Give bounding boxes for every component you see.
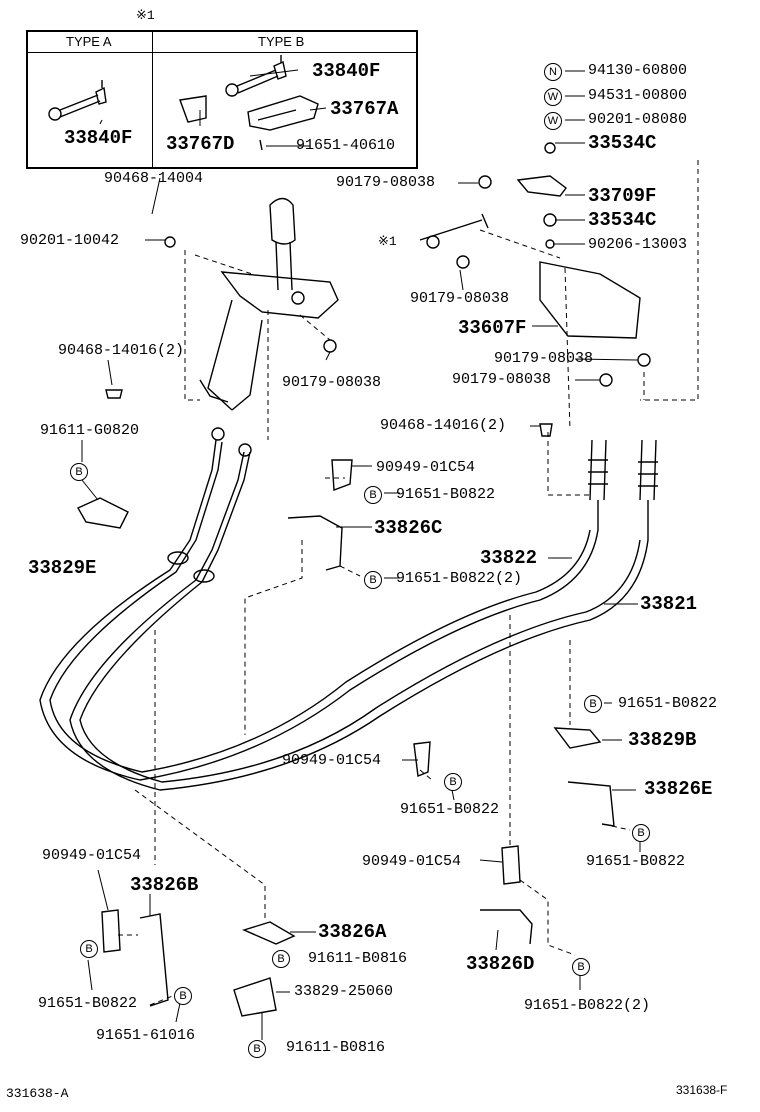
label-33826a: 33826A xyxy=(318,921,387,943)
label-33821: 33821 xyxy=(640,593,698,615)
label-91611-b0816-a: 91611-B0816 xyxy=(308,950,408,967)
leader-lines xyxy=(81,69,641,1040)
inset-type-b: TYPE B xyxy=(258,34,305,49)
cable-end-right-boots xyxy=(588,439,658,501)
label-90949-01c54-d: 90949-01C54 xyxy=(42,847,142,864)
marker-b-10: B xyxy=(248,1040,266,1058)
marker-b-11: B xyxy=(572,958,590,976)
footer-code-right: 331638-F xyxy=(676,1083,728,1097)
label-91611-b0816-b: 91611-B0816 xyxy=(286,1039,386,1056)
marker-b-7: B xyxy=(80,940,98,958)
label-94130-60800: 94130-60800 xyxy=(588,62,688,79)
label-91651-b0822-2a: 91651-B0822(2) xyxy=(396,570,523,587)
label-33840f-b: 33840F xyxy=(312,60,381,82)
label-90949-01c54-b: 90949-01C54 xyxy=(282,752,382,769)
label-33534c-1: 33534C xyxy=(588,132,657,154)
label-90949-01c54-a: 90949-01C54 xyxy=(376,459,476,476)
cable-33822 xyxy=(39,439,599,781)
inset-joint-b xyxy=(179,55,319,131)
label-91611-g0820: 91611-G0820 xyxy=(40,422,140,439)
label-33534c-2: 33534C xyxy=(588,209,657,231)
marker-b-6: B xyxy=(632,824,650,842)
label-94531-00800: 94531-00800 xyxy=(588,87,688,104)
label-90179-08038-e: 90179-08038 xyxy=(282,374,382,391)
label-33826d: 33826D xyxy=(466,953,535,975)
shift-lever-assembly xyxy=(199,197,339,411)
label-91651-b0822-2b: 91651-B0822(2) xyxy=(524,997,651,1014)
label-90201-08080: 90201-08080 xyxy=(588,111,688,128)
label-33822: 33822 xyxy=(480,547,538,569)
marker-w-1: W xyxy=(544,88,562,106)
label-91651-b0822-c: 91651-B0822 xyxy=(400,801,500,818)
marker-b-5: B xyxy=(444,773,462,791)
inset-joint-a xyxy=(48,80,107,121)
marker-b-4: B xyxy=(584,695,602,713)
footer-code-left: 331638-A xyxy=(6,1086,69,1101)
marker-b-3: B xyxy=(364,571,382,589)
marker-n: N xyxy=(544,63,562,81)
label-33767d: 33767D xyxy=(166,133,235,155)
cable-33821 xyxy=(69,451,649,791)
label-90468-14016-left: 90468-14016(2) xyxy=(58,342,185,359)
label-90949-01c54-c: 90949-01C54 xyxy=(362,853,462,870)
marker-b-1: B xyxy=(70,463,88,481)
label-90179-08038-c: 90179-08038 xyxy=(494,350,594,367)
marker-w-2: W xyxy=(544,112,562,130)
label-90468-14016-right: 90468-14016(2) xyxy=(380,417,507,434)
label-33607f: 33607F xyxy=(458,317,527,339)
inset-divider xyxy=(152,32,153,167)
label-33767a: 33767A xyxy=(330,98,399,120)
label-33829b: 33829B xyxy=(628,729,697,751)
label-33709f: 33709F xyxy=(588,185,657,207)
label-91651-b0822-d: 91651-B0822 xyxy=(586,853,686,870)
marker-b-2: B xyxy=(364,486,382,504)
label-91651-b0822-e: 91651-B0822 xyxy=(38,995,138,1012)
label-33826e: 33826E xyxy=(644,778,713,800)
inset-type-a: TYPE A xyxy=(66,34,112,49)
marker-b-9: B xyxy=(272,950,290,968)
label-90179-08038-a: 90179-08038 xyxy=(336,174,436,191)
dashed-reference-lines xyxy=(118,160,699,1006)
label-ref-1: ※1 xyxy=(378,234,397,249)
label-90468-14004: 90468-14004 xyxy=(104,170,204,187)
label-91651-61016: 91651-61016 xyxy=(96,1027,196,1044)
label-91651-40610: 91651-40610 xyxy=(296,137,396,154)
label-33829-25060: 33829-25060 xyxy=(294,983,394,1000)
marker-b-8: B xyxy=(174,987,192,1005)
brackets xyxy=(77,139,651,1017)
label-33826b: 33826B xyxy=(130,874,199,896)
label-90179-08038-b: 90179-08038 xyxy=(410,290,510,307)
label-33829e: 33829E xyxy=(28,557,97,579)
label-90179-08038-d: 90179-08038 xyxy=(452,371,552,388)
label-33840f-a: 33840F xyxy=(64,127,133,149)
label-33826c: 33826C xyxy=(374,517,443,539)
cable-end-left-grommets xyxy=(167,427,252,583)
inset-type-box: TYPE A TYPE B xyxy=(26,30,418,169)
label-91651-b0822-b: 91651-B0822 xyxy=(618,695,718,712)
label-91651-b0822-a: 91651-B0822 xyxy=(396,486,496,503)
label-90201-10042: 90201-10042 xyxy=(20,232,120,249)
label-90206-13003: 90206-13003 xyxy=(588,236,688,253)
inset-header xyxy=(28,32,416,53)
inset-ref-mark: ※1 xyxy=(136,8,155,23)
